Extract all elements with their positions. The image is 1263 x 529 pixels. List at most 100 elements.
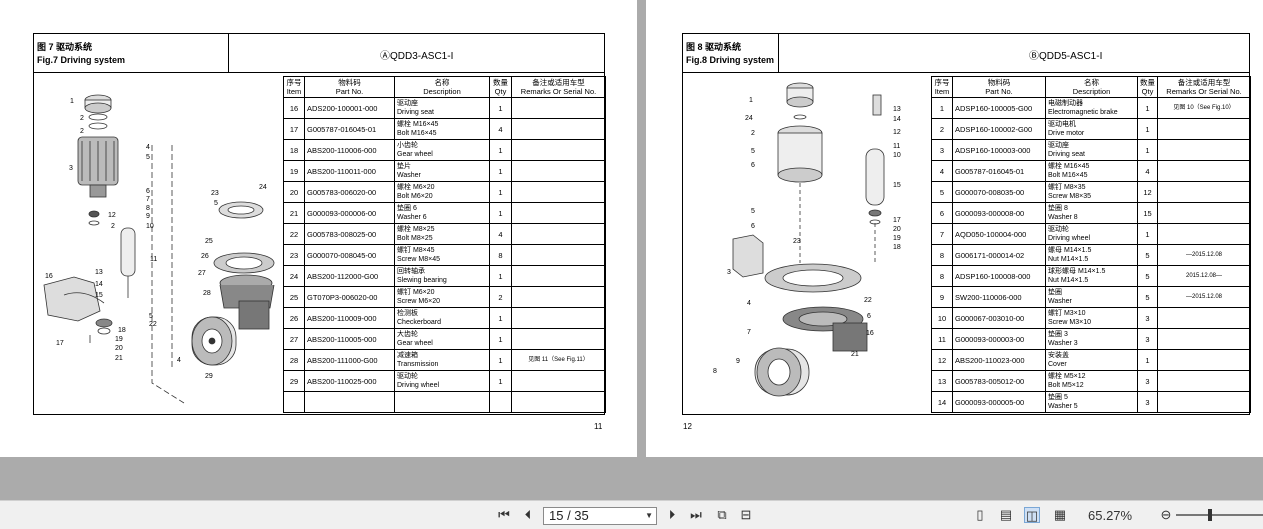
item-cell: 21 bbox=[283, 202, 305, 224]
callout-8: 8 bbox=[146, 205, 150, 212]
zoom-out-icon[interactable]: ⊖ bbox=[1160, 507, 1172, 522]
part-cell: ABS200-110006-000 bbox=[304, 139, 395, 161]
part-cell: ADSP160-100005-G00 bbox=[952, 97, 1046, 119]
callout-15: 15 bbox=[893, 182, 901, 189]
remarks-cell bbox=[511, 370, 606, 392]
part-cell: G000093-000005-00 bbox=[952, 391, 1046, 413]
single-page-icon[interactable]: ▯ bbox=[976, 507, 984, 522]
scroll-icon[interactable]: ▦ bbox=[1053, 507, 1067, 522]
remarks-cell bbox=[1157, 370, 1251, 392]
item-cell: 7 bbox=[931, 223, 953, 245]
page-number: 12 bbox=[683, 422, 692, 431]
prev-page-icon[interactable]: ⏴ bbox=[524, 507, 532, 522]
callout-21: 21 bbox=[115, 355, 123, 362]
copy-icon[interactable]: ⧉ bbox=[717, 507, 727, 522]
item-cell: 24 bbox=[283, 265, 305, 287]
item-cell: 26 bbox=[283, 307, 305, 329]
part-cell: G000093-000003-00 bbox=[952, 328, 1046, 350]
next-page-icon[interactable]: ⏵ bbox=[668, 507, 676, 522]
zoom-slider-handle[interactable] bbox=[1208, 509, 1212, 521]
remarks-cell bbox=[511, 265, 606, 287]
first-page-icon[interactable]: ⏮ bbox=[498, 507, 510, 522]
callout-4: 4 bbox=[146, 144, 150, 151]
remarks-cell: 见图 11（See Fig.11） bbox=[511, 349, 606, 371]
qty-cell: 1 bbox=[489, 202, 512, 224]
qty-cell: 1 bbox=[489, 265, 512, 287]
callout-1: 1 bbox=[70, 98, 74, 105]
callout-25: 25 bbox=[205, 238, 213, 245]
callout-17: 17 bbox=[56, 340, 64, 347]
item-cell: 1 bbox=[931, 97, 953, 119]
page-number-field[interactable]: 15 / 35 ▼ bbox=[543, 507, 657, 525]
part-cell: G005783-008025-00 bbox=[304, 223, 395, 245]
two-page-icon[interactable]: ◫ bbox=[1024, 507, 1040, 523]
qty-cell: 15 bbox=[1137, 202, 1158, 224]
qty-cell: 3 bbox=[1137, 307, 1158, 329]
qty-cell: 1 bbox=[1137, 223, 1158, 245]
remarks-cell bbox=[1157, 391, 1251, 413]
remarks-cell bbox=[511, 244, 606, 266]
item-cell: 17 bbox=[283, 118, 305, 140]
zoom-level[interactable]: 65.27% bbox=[1088, 508, 1133, 523]
remarks-cell bbox=[1157, 202, 1251, 224]
qty-cell: 4 bbox=[489, 118, 512, 140]
callout-23: 23 bbox=[793, 238, 801, 245]
part-cell: ABS200-110005-000 bbox=[304, 328, 395, 350]
zoom-slider[interactable] bbox=[1176, 514, 1263, 516]
part-cell: ABS200-110009-000 bbox=[304, 307, 395, 329]
continuous-icon[interactable]: ▤ bbox=[999, 507, 1013, 522]
figure-title-cn: 图 8 驱动系统 bbox=[686, 42, 742, 52]
part-cell: G005787-016045-01 bbox=[304, 118, 395, 140]
callout-3: 3 bbox=[727, 269, 731, 276]
item-cell: 16 bbox=[283, 97, 305, 119]
item-cell: 22 bbox=[283, 223, 305, 245]
table-row-empty bbox=[283, 391, 606, 413]
callout-16: 16 bbox=[866, 330, 874, 337]
chevron-down-icon[interactable]: ▼ bbox=[645, 511, 653, 520]
item-cell: 11 bbox=[931, 328, 953, 350]
part-cell: G006171-000014-02 bbox=[952, 244, 1046, 266]
callout-9: 9 bbox=[736, 358, 740, 365]
reduce-icon[interactable]: ⊟ bbox=[740, 507, 752, 522]
document-viewport[interactable]: 图 7 驱动系统 Fig.7 Driving system ⒶQDD3-ASC1… bbox=[0, 0, 1263, 500]
remarks-cell bbox=[1157, 118, 1251, 140]
part-cell: G000067-003010-00 bbox=[952, 307, 1046, 329]
page-number-value[interactable]: 15 / 35 bbox=[549, 508, 589, 523]
qty-cell: 5 bbox=[1137, 265, 1158, 287]
part-cell: ABS200-112000-G00 bbox=[304, 265, 395, 287]
callout-22: 22 bbox=[149, 321, 157, 328]
callout-5a: 5 bbox=[751, 148, 755, 155]
part-cell: G005783-005012-00 bbox=[952, 370, 1046, 392]
callout-27: 27 bbox=[198, 270, 206, 277]
callout-19: 19 bbox=[893, 235, 901, 242]
last-page-icon[interactable]: ⏭ bbox=[690, 507, 702, 522]
qty-cell: 1 bbox=[489, 349, 512, 371]
callout-26: 26 bbox=[201, 253, 209, 260]
part-cell: G000093-000006-00 bbox=[304, 202, 395, 224]
callout-16: 16 bbox=[45, 273, 53, 280]
callout-11: 11 bbox=[150, 256, 157, 263]
item-cell: 13 bbox=[931, 370, 953, 392]
